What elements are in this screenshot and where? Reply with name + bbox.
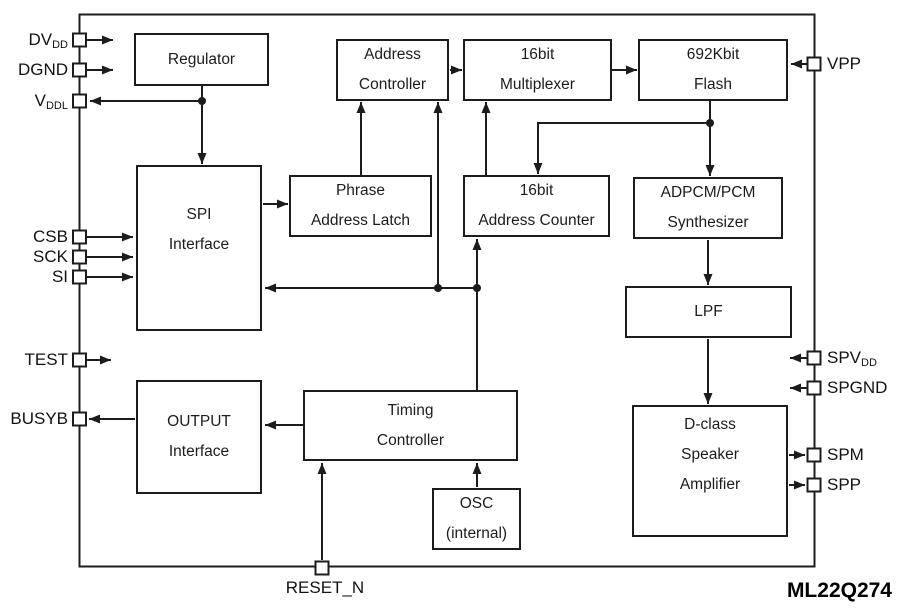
block-output-interface: OUTPUT Interface <box>136 380 262 494</box>
pin-label-text: V <box>34 91 46 110</box>
pin-label-si: SI <box>0 266 68 288</box>
block-label: Regulator <box>167 50 236 68</box>
block-label: Synthesizer <box>667 214 749 231</box>
line-flash-to-address-counter <box>533 122 710 174</box>
block-adpcm-pcm-synthesizer: ADPCM/PCM Synthesizer <box>633 177 783 239</box>
pin-spvdd-square <box>806 350 822 366</box>
block-phrase-address-latch: Phrase Address Latch <box>289 175 432 237</box>
pin-dvdd-square <box>72 32 87 48</box>
block-label: 692Kbit <box>686 46 740 63</box>
pin-label-subscript: DD <box>861 357 877 369</box>
part-number: ML22Q274 <box>786 579 892 602</box>
pin-label-vpp: VPP <box>827 53 899 75</box>
pin-sck-square <box>72 249 87 265</box>
block-label: Interface <box>168 443 230 460</box>
block-label: Address <box>364 46 421 63</box>
block-label: 16bit <box>519 182 554 199</box>
pin-busyb-square <box>72 411 87 427</box>
block-label: Interface <box>168 236 230 253</box>
pin-spm-square <box>806 447 822 463</box>
pin-label-text: RESET_N <box>285 578 365 597</box>
pin-label-spm: SPM <box>827 444 899 466</box>
junction-dot <box>473 284 481 292</box>
pin-test-square <box>72 352 87 368</box>
pin-label-text: SPM <box>827 445 864 464</box>
block-address-controller: Address Controller <box>336 39 449 101</box>
pin-spp-square <box>806 477 822 493</box>
pin-csb-square <box>72 229 87 245</box>
block-spi-interface: SPI Interface <box>136 165 262 331</box>
pin-label-subscript: DDL <box>45 100 68 112</box>
block-lpf: LPF <box>625 286 792 338</box>
pin-label-text: TEST <box>24 350 68 369</box>
chip-outline <box>78 13 816 568</box>
pin-label-spp: SPP <box>827 474 899 496</box>
block-16bit-multiplexer: 16bit Multiplexer <box>463 39 612 101</box>
block-label: Flash <box>694 76 732 93</box>
junction-dot <box>198 97 206 105</box>
block-dclass-speaker-amplifier: D-class Speaker Amplifier <box>632 405 788 537</box>
pin-label-spvdd: SPVDD <box>827 347 899 369</box>
block-label: 16bit <box>520 46 555 63</box>
block-label: SPI <box>186 206 212 223</box>
block-label: Speaker <box>681 446 739 463</box>
block-label: LPF <box>694 303 723 320</box>
junction-dot <box>434 284 442 292</box>
pin-label-dvdd: DVDD <box>0 29 68 51</box>
pin-label-text: SI <box>51 267 68 286</box>
block-label: OSC <box>459 495 494 512</box>
block-label: Address Latch <box>310 212 411 229</box>
pin-resetn-square <box>314 560 330 576</box>
pin-label-dgnd: DGND <box>0 59 68 81</box>
block-label: Controller <box>358 76 427 93</box>
block-label: Amplifier <box>679 476 741 493</box>
pin-vpp-square <box>806 56 822 72</box>
block-16bit-address-counter: 16bit Address Counter <box>463 175 610 237</box>
pin-label-vddl: VDDL <box>0 90 68 112</box>
pin-dgnd-square <box>72 62 87 78</box>
block-label: D-class <box>684 416 736 433</box>
pin-label-text: VPP <box>827 54 862 73</box>
pin-label-test: TEST <box>0 349 68 371</box>
junction-dot <box>706 119 714 127</box>
block-label: OUTPUT <box>167 413 231 430</box>
block-label: ADPCM/PCM <box>660 184 756 201</box>
pin-si-square <box>72 269 87 285</box>
block-label: Controller <box>376 431 445 449</box>
pin-label-busyb: BUSYB <box>0 408 68 430</box>
block-regulator: Regulator <box>134 33 269 86</box>
pin-label-text: SPP <box>827 475 862 494</box>
pin-label-text: SPV <box>827 348 862 367</box>
pin-label-text: DGND <box>17 60 68 79</box>
block-label: Address Counter <box>478 212 595 229</box>
pin-label-subscript: DD <box>52 39 68 51</box>
block-label: Timing <box>387 401 434 419</box>
pin-label-spgnd: SPGND <box>827 377 899 399</box>
pin-label-text: SPGND <box>827 378 888 397</box>
block-label: (internal) <box>445 525 508 542</box>
pin-label-text: BUSYB <box>10 409 68 428</box>
block-label: Multiplexer <box>500 76 575 93</box>
pin-label-sck: SCK <box>0 246 68 268</box>
block-timing-controller: Timing Controller <box>303 390 518 461</box>
pin-label-csb: CSB <box>0 226 68 248</box>
pin-label-text: SCK <box>33 247 68 266</box>
block-osc-internal: OSC (internal) <box>432 488 521 550</box>
block-label: Phrase <box>335 182 386 199</box>
pin-spgnd-square <box>806 380 822 396</box>
pin-vddl-square <box>72 93 87 109</box>
block-692kbit-flash: 692Kbit Flash <box>638 39 788 101</box>
pin-label-reset-n: RESET_N <box>277 577 373 599</box>
pin-label-text: CSB <box>33 227 68 246</box>
pin-label-text: DV <box>28 30 53 49</box>
